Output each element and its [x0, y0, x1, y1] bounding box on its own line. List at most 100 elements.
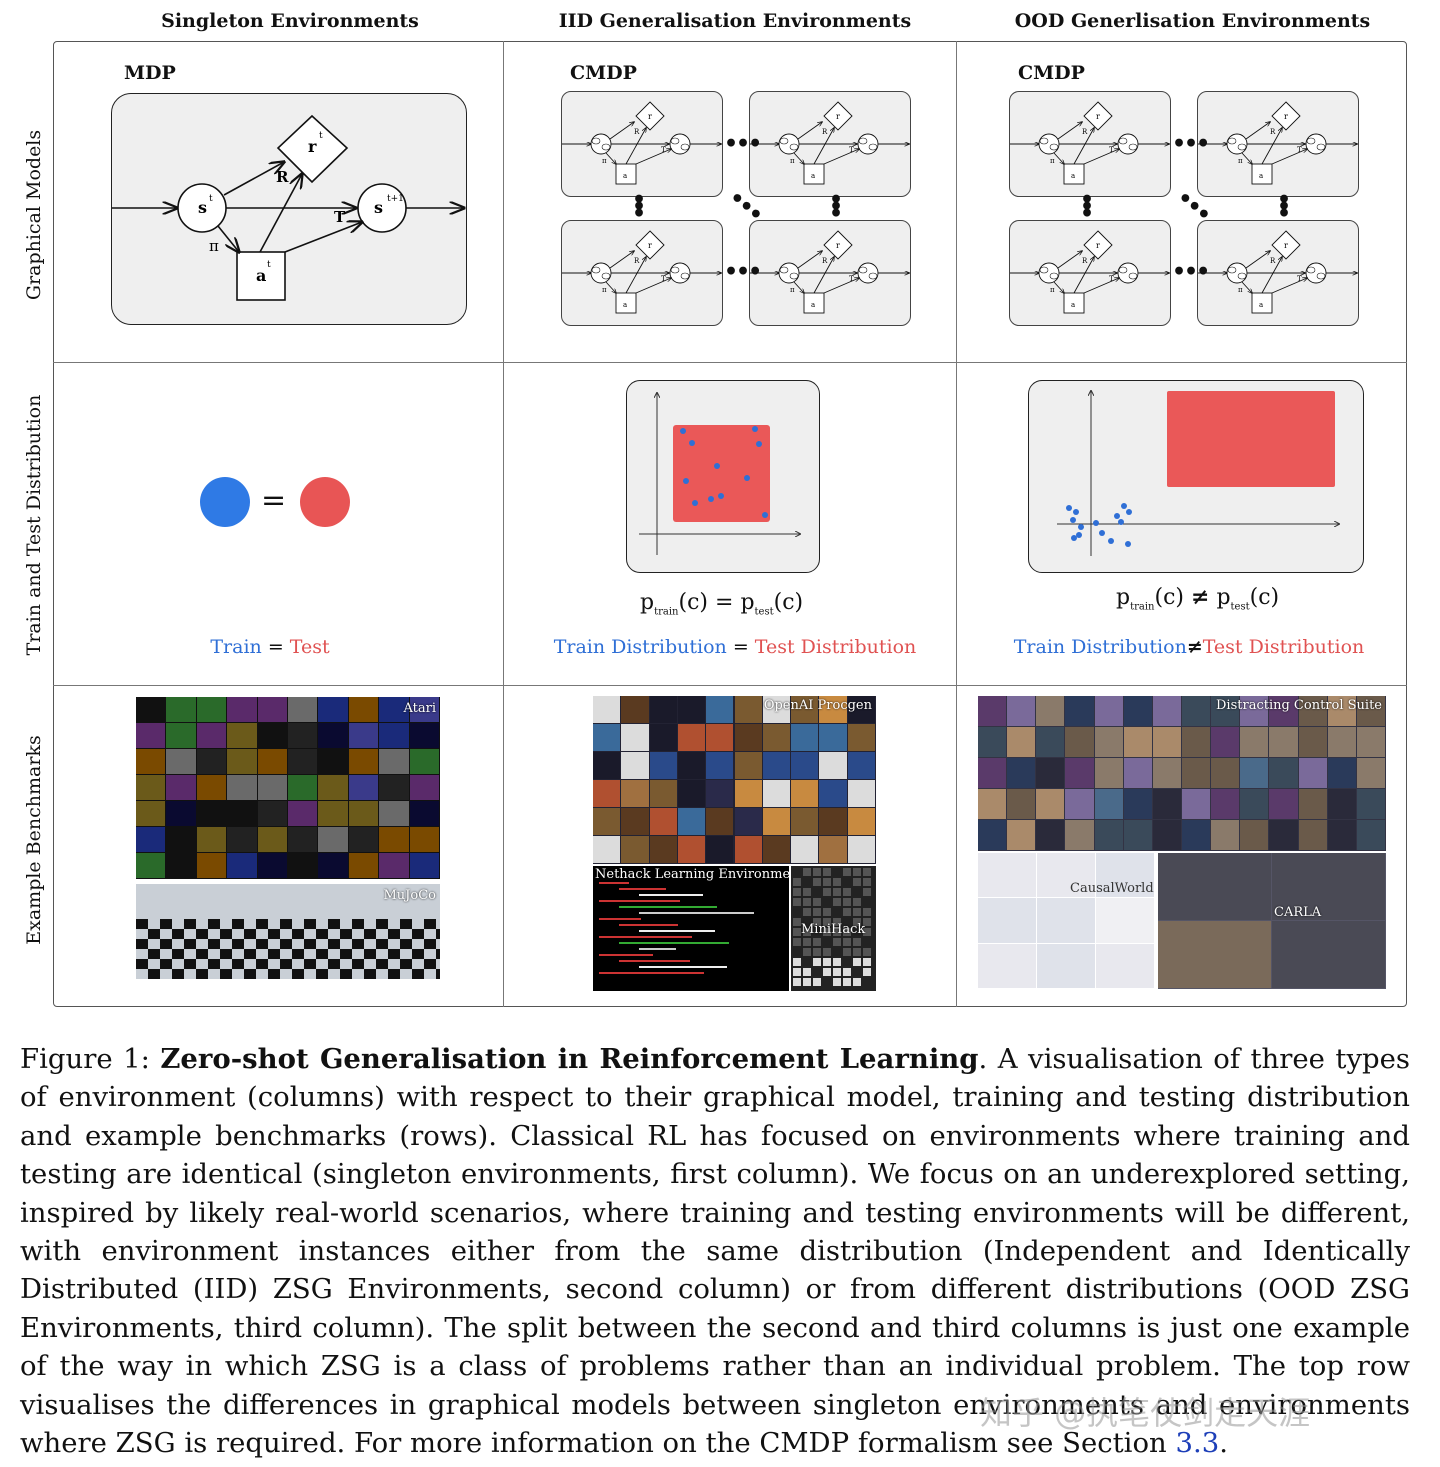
floor-tile — [292, 969, 304, 979]
maze-cell — [803, 948, 811, 956]
dcs-tile — [1123, 727, 1152, 757]
atari-tile — [257, 697, 287, 722]
train-sample-point — [708, 496, 714, 502]
atari-tile — [409, 775, 439, 800]
svg-text:a: a — [1071, 172, 1075, 180]
svg-text:s: s — [374, 198, 383, 217]
procgen-tile — [847, 752, 875, 779]
atari-tile — [136, 801, 166, 826]
floor-tile — [136, 939, 148, 949]
floor-tile — [148, 929, 160, 939]
floor-tile — [256, 959, 268, 969]
floor-tile — [232, 959, 244, 969]
svg-text:π: π — [1238, 157, 1243, 165]
atari-tile — [409, 723, 439, 748]
atari-tile — [166, 827, 196, 852]
svg-text:R: R — [1270, 257, 1276, 265]
atari-tile — [348, 801, 379, 826]
maze-cell — [853, 868, 861, 876]
floor-tile — [436, 929, 440, 939]
maze-cell — [843, 978, 851, 986]
svg-text:a: a — [1071, 301, 1075, 309]
train-sample-point — [1076, 532, 1082, 538]
atari-tile — [318, 697, 348, 722]
dcs-tile — [1327, 758, 1356, 788]
maze-cell — [843, 888, 851, 896]
svg-text:R: R — [1270, 128, 1276, 136]
dcs-tile — [978, 696, 1007, 726]
procgen-tile — [791, 696, 819, 723]
causalworld-tile — [1037, 898, 1095, 943]
cmdp-instance: r a R T π — [1197, 91, 1359, 197]
floor-tile — [184, 939, 196, 949]
ellipsis-horizontal: ••• — [724, 131, 762, 157]
svg-text:T: T — [1109, 146, 1114, 154]
maze-cell — [793, 878, 801, 886]
dcs-tile — [1152, 696, 1181, 726]
atari-tile — [348, 853, 379, 878]
maze-cell — [823, 958, 831, 966]
atari-tile — [409, 697, 439, 722]
floor-tile — [172, 949, 184, 959]
floor-tile — [220, 949, 232, 959]
floor-tile — [232, 939, 244, 949]
floor-tile — [160, 959, 172, 969]
svg-text:R: R — [1082, 257, 1088, 265]
dcs-tile — [1211, 727, 1240, 757]
atari-tile — [227, 723, 257, 748]
procgen-tile — [621, 780, 649, 807]
maze-cell — [863, 918, 871, 926]
svg-text:r: r — [648, 241, 652, 250]
maze-cell — [863, 868, 871, 876]
dcs-tile — [1036, 820, 1065, 850]
maze-cell — [803, 868, 811, 876]
dcs-tile — [1211, 820, 1240, 850]
singleton-legend: Train = Test — [210, 636, 330, 658]
atari-tile — [227, 697, 257, 722]
maze-cell — [793, 928, 801, 936]
maze-cell — [813, 908, 821, 916]
dcs-tile — [1094, 789, 1123, 819]
floor-tile — [340, 929, 352, 939]
atari-tile — [288, 853, 318, 878]
cmdp-instance: r a R T π — [749, 220, 911, 326]
atari-tile — [288, 749, 318, 774]
atari-tile — [196, 827, 227, 852]
atari-tile — [257, 723, 287, 748]
procgen-tile — [649, 724, 677, 751]
terminal-line — [639, 912, 754, 914]
procgen-tile — [847, 780, 875, 807]
floor-tile — [400, 919, 412, 929]
maze-cell — [803, 908, 811, 916]
atari-tile — [257, 775, 287, 800]
floor-tile — [376, 939, 388, 949]
procgen-tile — [762, 836, 791, 863]
dcs-tile — [1123, 758, 1152, 788]
svg-text:T: T — [1297, 275, 1302, 283]
svg-text:a: a — [811, 301, 815, 309]
cmdp-title-iid: CMDP — [570, 62, 637, 84]
train-sample-point — [1078, 524, 1084, 530]
dcs-tile — [1123, 820, 1152, 850]
causalworld-tile — [1037, 853, 1095, 898]
procgen-tile — [593, 752, 621, 779]
dcs-tile — [1152, 820, 1181, 850]
atari-tile — [257, 749, 287, 774]
maze-cell — [833, 888, 841, 896]
procgen-tile — [706, 724, 734, 751]
floor-tile — [352, 959, 364, 969]
atari-tile — [348, 697, 379, 722]
maze-cell — [833, 918, 841, 926]
svg-text:r: r — [308, 137, 317, 156]
causalworld-tile — [978, 898, 1036, 943]
maze-cell — [843, 968, 851, 976]
section-link[interactable]: 3.3 — [1175, 1427, 1220, 1460]
dcs-tile — [1094, 727, 1123, 757]
procgen-tile — [847, 808, 875, 835]
causalworld-tile — [978, 853, 1036, 898]
procgen-tile — [734, 724, 762, 751]
svg-text:π: π — [1238, 286, 1243, 294]
dcs-tile — [1094, 696, 1123, 726]
train-sample-point — [1071, 535, 1077, 541]
dcs-tile — [1240, 696, 1269, 726]
